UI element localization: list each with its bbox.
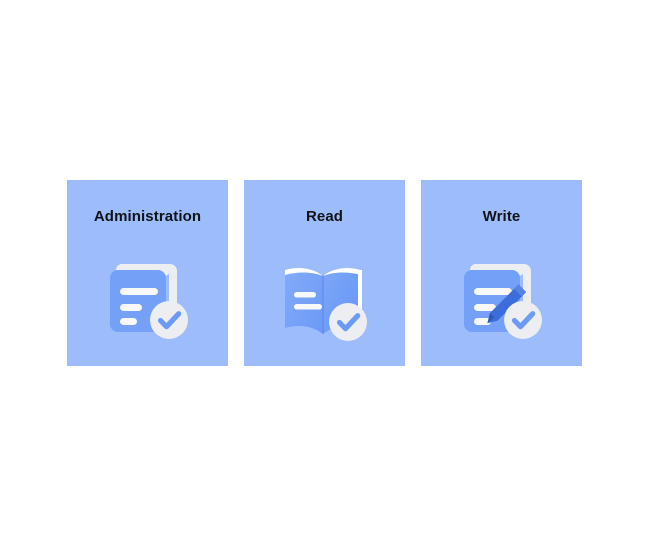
document-pencil-check-icon: [421, 252, 582, 344]
card-administration[interactable]: Administration: [67, 180, 228, 366]
card-write[interactable]: Write: [421, 180, 582, 366]
card-title-administration: Administration: [93, 208, 202, 225]
document-checklist-check-icon: [67, 252, 228, 344]
open-book-check-icon: [244, 252, 405, 344]
card-title-read: Read: [305, 208, 344, 225]
card-title-write: Write: [482, 208, 521, 225]
card-read[interactable]: Read: [244, 180, 405, 366]
permission-card-row: Administration: [67, 180, 582, 366]
